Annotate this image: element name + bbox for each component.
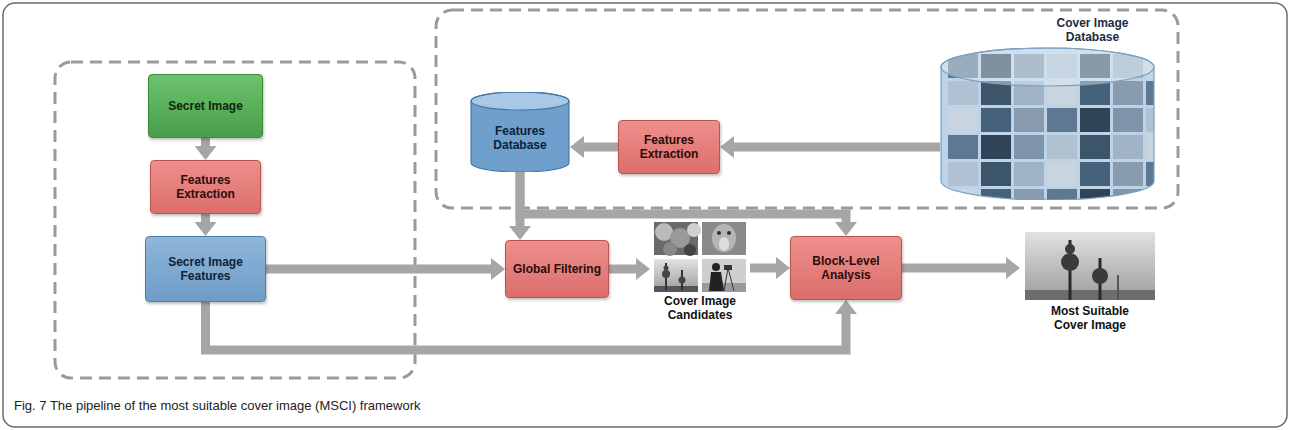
towers-thumbnail	[654, 259, 698, 292]
process-box: Features Extraction	[150, 160, 261, 214]
baboon-thumbnail	[702, 222, 746, 255]
process-box: Features Extraction	[618, 120, 720, 174]
flow-arrow	[195, 138, 217, 160]
flow-arrow	[266, 258, 505, 280]
input-box: Secret Image	[148, 74, 263, 138]
node-label: Most Suitable Cover Image	[1035, 304, 1145, 333]
node-label: Features Database	[476, 124, 564, 153]
flow-arrow	[720, 136, 940, 158]
figure-caption: Fig. 7 The pipeline of the most suitable…	[14, 398, 421, 413]
process-box: Block-Level Analysis	[790, 236, 902, 300]
node-label: Features Extraction	[625, 133, 713, 162]
group-outline	[55, 62, 415, 378]
flow-arrow	[902, 257, 1020, 279]
node-label: Cover Image Database	[1038, 16, 1148, 45]
figure-frame	[3, 3, 1287, 427]
flow-arrow	[570, 136, 618, 158]
database-cylinder: Features Database	[470, 92, 570, 172]
flow-arrow	[520, 172, 857, 236]
result-image: Most Suitable Cover Image	[1020, 232, 1160, 337]
node-label: Block-Level Analysis	[797, 254, 895, 283]
node-label: Global Filtering	[513, 262, 601, 276]
peppers-thumbnail	[654, 222, 701, 256]
image-set: Cover Image Candidates	[650, 222, 750, 327]
data-box: Secret Image Features	[145, 236, 266, 302]
node-label: Secret Image	[168, 99, 243, 113]
process-box: Global Filtering	[505, 240, 609, 298]
node-label: Cover Image Candidates	[650, 294, 750, 323]
flow-arrow	[206, 300, 858, 350]
result-photo	[1025, 232, 1155, 300]
cameraman-thumbnail	[702, 259, 746, 292]
flow-arrow	[609, 258, 650, 280]
group-outline	[436, 10, 1178, 208]
cylinder-shape	[940, 12, 1155, 200]
node-label: Secret Image Features	[152, 255, 259, 284]
database-cylinder: Cover Image Database	[940, 12, 1155, 200]
flow-arrow	[195, 214, 217, 236]
node-label: Features Extraction	[157, 173, 254, 202]
flow-arrow	[750, 257, 790, 279]
